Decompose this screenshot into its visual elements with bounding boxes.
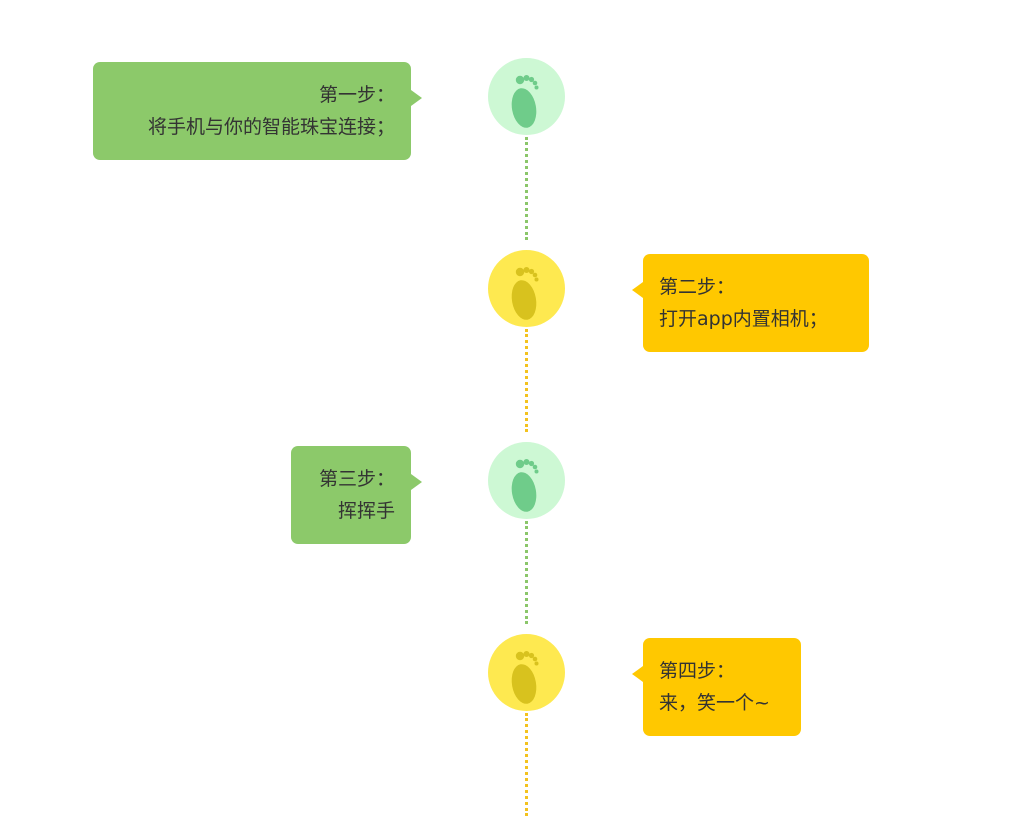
timeline-connector [525,137,528,240]
step-title: 第一步： [318,84,395,106]
timeline-step-1: 第一步： 将手机与你的智能珠宝连接； [0,58,1014,250]
footprint-icon [488,58,565,135]
timeline-connector [525,521,528,624]
step-title: 第二步： [659,276,736,298]
footprint-icon [488,634,565,711]
footprint-icon [488,250,565,327]
step-description: 打开app内置相机； [659,308,828,330]
timeline-connector [525,713,528,816]
timeline-step-4: 第四步： 来，笑一个~ [0,634,1014,826]
timeline-step-3: 第三步： 挥挥手 [0,442,1014,634]
timeline-connector [525,329,528,432]
step-description: 挥挥手 [337,500,395,522]
step-bubble: 第四步： 来，笑一个~ [632,638,801,736]
step-bubble: 第一步： 将手机与你的智能珠宝连接； [93,62,422,160]
step-bubble: 第二步： 打开app内置相机； [632,254,869,352]
step-title: 第三步： [318,468,395,490]
step-bubble: 第三步： 挥挥手 [291,446,422,544]
step-description: 将手机与你的智能珠宝连接； [147,116,395,138]
footprint-icon [488,442,565,519]
step-title: 第四步： [659,660,736,682]
step-description: 来，笑一个~ [659,692,770,714]
timeline-step-2: 第二步： 打开app内置相机； [0,250,1014,442]
